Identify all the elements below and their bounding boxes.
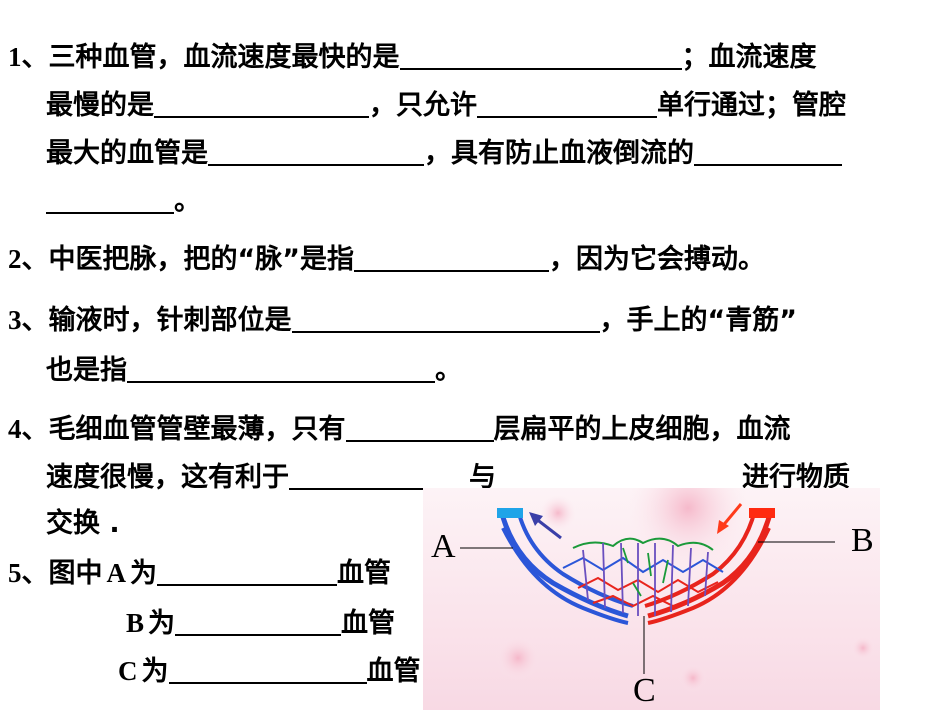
q2-text-b: ，因为它会搏动。 [549,244,765,275]
vein-opening [497,508,523,518]
artery-vessel [644,509,757,608]
q5-blank-c[interactable] [168,656,367,684]
capillary-network-figure: A B C [423,448,880,710]
q4-text-2b: 与 [469,462,496,493]
q1-text-2c: 单行通过；管腔 [657,90,846,121]
cell-blob [540,495,576,531]
q4-number: 4 [8,414,22,444]
q5-number: 5 [8,558,22,588]
artery-opening [749,508,775,518]
q2-blank-pulse[interactable] [354,244,549,272]
capillary-network-illustration [423,448,880,710]
q5-text-2c: 血管 [341,608,396,639]
q1-text-3b: ，具有防止血液倒流的 [424,138,694,169]
q5-blank-a[interactable] [157,558,337,586]
q1-text-4: 。 [174,186,201,217]
capillary-mesh [572,537,714,551]
q5-letter-c: C [118,656,138,686]
q4-text-1b: 层扁平的上皮细胞，血流 [493,414,791,445]
capillary-mesh [622,547,669,597]
vein-vessel [516,509,634,608]
q5-text-1a: 图中 [48,558,103,589]
q2-sep: 、 [21,244,49,275]
q4-sep: 、 [21,414,49,445]
q1-blank-slowest[interactable] [154,90,369,118]
q2-number: 2 [8,244,22,274]
q5-blank-b[interactable] [175,608,342,636]
q3-number: 3 [8,305,22,335]
q4-text-1a: 毛细血管管壁最薄，只有 [48,414,346,445]
q5-text-2b: 为 [148,608,176,639]
figure-label-a: A [431,528,456,565]
q3-text-1a: 输液时，针刺部位是 [48,305,292,336]
q1-blank-prevent-backflow[interactable] [694,138,842,166]
artery-flow-arrowhead [717,520,729,534]
capillary-mesh [577,576,719,594]
q2-line-1: 2、中医把脉，把的“脉”是指 ，因为它会搏动。 [8,244,765,275]
figure-label-c: C [633,672,656,709]
q1-line-3: 最大的血管是 ，具有防止血液倒流的 [46,138,842,167]
capillary-mesh [562,556,724,574]
q5-letter-b: B [126,608,145,638]
q1-line-1: 1、三种血管，血流速度最快的是 ；血流速度 [8,42,817,73]
q1-blank-prevent-backflow-cont[interactable] [46,186,174,214]
q4-line-2: 速度很慢，这有利于 与 进行物质 [46,462,850,491]
q3-sep: 、 [21,305,49,336]
q1-text-2b: ，只允许 [369,90,477,121]
capillary-mesh [592,594,694,608]
q1-blank-largest-lumen[interactable] [208,138,424,166]
q4-text-3: 交换 . [46,508,120,539]
q1-line-2: 最慢的是 ，只允许 单行通过；管腔 [46,90,846,119]
q3-text-1b: ，手上的“青筋” [599,305,798,336]
q3-blank-blue-veins[interactable] [127,355,435,383]
q5-text-1c: 血管 [337,558,391,589]
q4-blank-exchange-2[interactable] [496,462,742,490]
q2-text-a: 中医把脉，把的“脉”是指 [48,244,355,275]
cell-blob [496,636,540,680]
vein-flow-arrow [534,516,562,540]
vein-vessel [501,527,629,625]
q1-text-3a: 最大的血管是 [46,138,208,169]
q1-text-2a: 最慢的是 [46,90,154,121]
q5-text-3c: 血管 [366,656,421,687]
q4-line-1: 4、毛细血管管壁最薄，只有 层扁平的上皮细胞，血流 [8,414,791,445]
artery-vessel [647,527,771,625]
q3-text-2a: 也是指 [46,355,127,386]
q4-blank-exchange-1[interactable] [289,462,469,490]
q4-text-2a: 速度很慢，这有利于 [46,462,289,493]
q1-blank-single-file[interactable] [477,90,657,118]
vein-flow-arrowhead [529,512,543,526]
capillary-mesh [582,542,709,616]
q4-line-3: 交换 . [46,510,120,537]
q5-letter-a: A [106,558,127,588]
q5-text-3b: 为 [141,656,169,687]
figure-label-b: B [851,522,874,559]
cell-blob [679,664,707,692]
q1-blank-fastest[interactable] [399,42,682,70]
q3-line-1: 3、输液时，针刺部位是 ，手上的“青筋” [8,305,798,336]
q1-number: 1 [8,42,22,72]
q1-text-1a: 三种血管，血流速度最快的是 [48,42,400,73]
q1-line-4: 。 [46,186,201,215]
q1-sep: 、 [21,42,49,73]
q4-blank-layer-count[interactable] [345,414,494,442]
cell-blob [851,636,875,660]
vein-vessel [498,509,629,619]
q3-line-2: 也是指 。 [46,355,462,384]
q5-text-1b: 为 [130,558,157,589]
q5-sep: 、 [21,558,49,589]
q3-blank-injection-site[interactable] [291,305,600,333]
q3-text-2b: 。 [435,355,462,386]
q4-text-2c: 进行物质 [742,462,850,493]
q1-text-1b: ；血流速度 [681,42,817,73]
